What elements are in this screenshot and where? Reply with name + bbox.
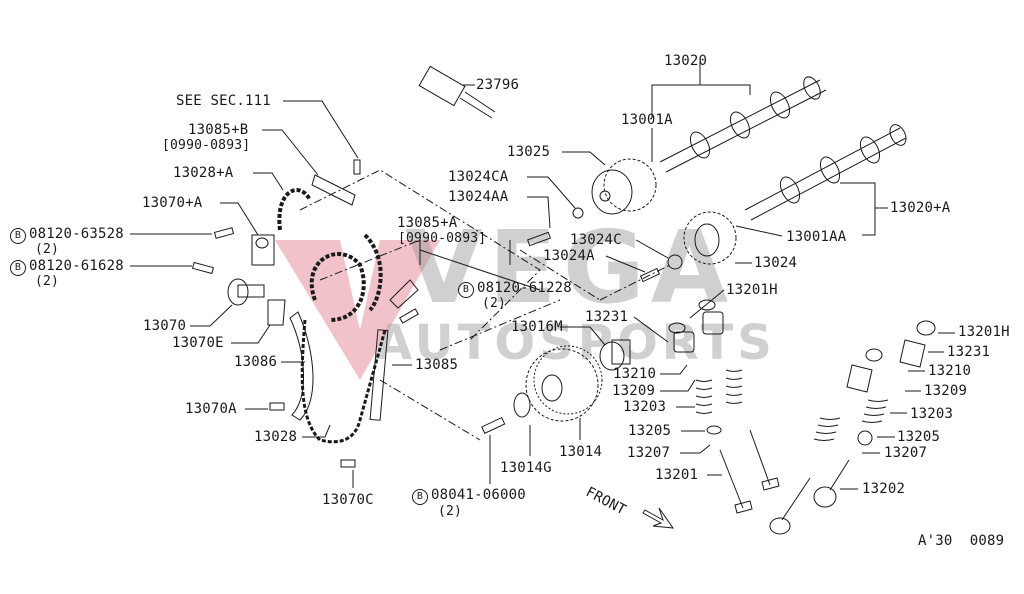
bush-13016M <box>599 339 631 371</box>
label-13070C: 13070C <box>322 492 374 508</box>
label-13024CA: 13024CA <box>448 169 509 185</box>
chain-13028A <box>277 188 312 231</box>
label-23796: 23796 <box>476 77 520 93</box>
label-13209: 13209 <box>924 383 968 399</box>
label-13231: 13231 <box>585 309 629 325</box>
watermark-vega: VEGA <box>405 209 735 326</box>
tensioner-13070 <box>227 278 265 306</box>
label-13207: 13207 <box>627 445 671 461</box>
washer-13024C <box>667 254 683 270</box>
washer-13014G <box>513 392 531 418</box>
label-13028: 13028 <box>254 429 298 445</box>
label-13014G: 13014G <box>500 460 552 476</box>
label-13025: 13025 <box>507 144 551 160</box>
label-13201H: 13201H <box>726 282 778 298</box>
label-13203: 13203 <box>910 406 954 422</box>
label-13085A-range: [0990-0893] <box>398 231 487 246</box>
label-13024AA: 13024AA <box>448 189 509 205</box>
chain-guide-13086 <box>289 311 314 421</box>
label-13086: 13086 <box>234 354 278 370</box>
label-qty: (2) <box>35 242 60 257</box>
valve-assembly-right <box>769 320 936 535</box>
bolt-icon <box>213 227 235 239</box>
label-13205: 13205 <box>897 429 941 445</box>
label-13207: 13207 <box>884 445 928 461</box>
chain-13028 <box>300 319 387 444</box>
label-13085B-range: [0990-0893] <box>162 138 251 153</box>
label-13014: 13014 <box>559 444 603 460</box>
circle-b-icon: B <box>10 260 26 276</box>
camshaft-upper <box>657 73 827 173</box>
chain-guide-13085 <box>369 329 389 421</box>
label-13024C: 13024C <box>570 232 622 248</box>
circle-b-icon: B <box>458 282 474 298</box>
label-13020A: 13020+A <box>890 200 951 216</box>
front-arrow-icon <box>642 507 675 529</box>
label-13201: 13201 <box>655 467 699 483</box>
cam-sprocket-13024 <box>683 211 737 265</box>
cam-sensor-part <box>418 65 496 119</box>
label-13070A: 13070A <box>185 401 237 417</box>
gasket-13070E <box>267 299 286 326</box>
label-qty: (2) <box>438 504 463 519</box>
cam-sprocket-13025 <box>591 158 657 215</box>
tensioner-13070A-plus <box>251 234 275 266</box>
valve-assembly-left <box>668 299 780 514</box>
washer-13024CA <box>572 207 584 219</box>
label-13070A-plus: 13070+A <box>142 195 203 211</box>
guide-13085A <box>389 279 419 309</box>
label-13201H: 13201H <box>958 324 1010 340</box>
label-see-sec-111: SEE SEC.111 <box>176 93 271 109</box>
label-qty: (2) <box>482 296 507 311</box>
label-13231: 13231 <box>947 344 991 360</box>
label-13001AA: 13001AA <box>786 229 847 245</box>
circle-b-icon: B <box>10 228 26 244</box>
label-13070: 13070 <box>143 318 187 334</box>
label-13210: 13210 <box>613 366 657 382</box>
label-13202: 13202 <box>862 481 906 497</box>
guide-13085B <box>311 174 356 206</box>
label-13024A: 13024A <box>543 248 595 264</box>
label-13016M: 13016M <box>511 319 563 335</box>
label-13001A: 13001A <box>621 112 673 128</box>
label-13209: 13209 <box>612 383 656 399</box>
chain-secondary <box>309 252 366 322</box>
label-13085: 13085 <box>415 357 459 373</box>
idler-sprocket-13014 <box>525 345 603 422</box>
watermark-autosports: AUTOSPORTS <box>375 315 776 371</box>
circle-b-icon: B <box>412 489 428 505</box>
label-13024: 13024 <box>754 255 798 271</box>
label-13203: 13203 <box>623 399 667 415</box>
label-13085A: 13085+A <box>397 215 458 231</box>
label-13028A: 13028+A <box>173 165 234 181</box>
label-13070E: 13070E <box>172 335 224 351</box>
label-13210: 13210 <box>928 363 972 379</box>
label-13020: 13020 <box>664 53 708 69</box>
camshaft-lower <box>744 124 907 221</box>
label-13205: 13205 <box>628 423 672 439</box>
drawing-code: A'30 0089 <box>918 533 1005 549</box>
label-qty: (2) <box>35 274 60 289</box>
leader-lines <box>130 62 955 490</box>
label-13085B: 13085+B <box>188 122 249 138</box>
